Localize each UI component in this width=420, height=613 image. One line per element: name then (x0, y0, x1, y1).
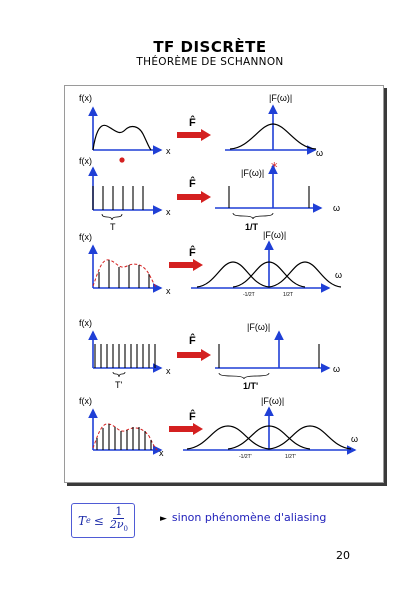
row-5-transform-arrow (169, 423, 203, 435)
row-2-asterisk: * (271, 161, 278, 176)
row-4-period-label: T' (115, 380, 122, 390)
formula-lhs: T (78, 513, 87, 528)
row-5-dense-sampled: f(x) x F̂ |F(ω)| -1/2T' 1/2T (79, 396, 358, 460)
row-3-envelope (92, 259, 158, 289)
row-3-spectrum-copies (196, 261, 342, 288)
row-3-fourier-operator: F̂ (189, 246, 196, 259)
formula-denominator: 2ν (109, 517, 124, 531)
row-3-omega-label: ω (335, 270, 342, 280)
row-3-transform-arrow (169, 259, 203, 271)
row-4-x-label: x (166, 366, 171, 376)
row-4-spectrum-period-label: 1/T' (243, 381, 258, 391)
row-4-dense-comb: f(x) T' x F̂ |F(ω)| 1/T' (79, 318, 340, 391)
row-5-tick-left: -1/2T' (239, 454, 252, 460)
row-3-samples (98, 260, 150, 288)
formula-lhs-sub: e (86, 516, 91, 525)
formula-denominator-wrap: 2ν0 (109, 517, 128, 535)
row-3-sampled-signal: f(x) x F̂ |F(ω)| -1/2T 1/2T ω (79, 230, 342, 298)
row-2-spectrum-label: |F(ω)| (241, 168, 264, 178)
formula-relation: ≤ (93, 513, 104, 528)
row-4-y-label: f(x) (79, 318, 92, 328)
row-1-y-label: f(x) (79, 93, 92, 103)
page-number: 20 (336, 549, 350, 562)
formula-numerator: 1 (113, 504, 125, 519)
formula-denominator-sub: 0 (123, 525, 128, 534)
row-4-spectrum-brace (218, 372, 270, 380)
row-2-spectrum-period-label: 1/T (245, 222, 259, 232)
row-1-transform-arrow (177, 129, 211, 141)
sampling-figure: f(x) x F̂ |F(ω)| ω f(x) T (64, 85, 384, 483)
row-3-spectrum-label: |F(ω)| (263, 230, 286, 240)
row-4-fourier-operator: F̂ (189, 334, 196, 347)
row-3-tick-left: -1/2T (243, 292, 255, 298)
row-2-sampling-comb: f(x) T x F̂ |F(ω)| * 1/T ω (79, 156, 340, 232)
aliasing-note: ► sinon phénomène d'aliasing (160, 511, 326, 524)
row-5-fourier-operator: F̂ (189, 410, 196, 423)
row-4-period-brace (112, 371, 126, 378)
bullet-triangle-icon: ► (160, 514, 167, 524)
row-3-y-label: f(x) (79, 232, 92, 242)
row-4-spectrum-label: |F(ω)| (247, 322, 270, 332)
row-1-spectrum-curve (229, 123, 317, 150)
row-4-omega-label: ω (333, 364, 340, 374)
row-1-fourier-operator: F̂ (189, 116, 196, 129)
figure-canvas: f(x) x F̂ |F(ω)| ω f(x) T (79, 93, 358, 460)
slide-subtitle: THÉORÈME DE SCHANNON (136, 56, 284, 68)
row-2-omega-label: ω (333, 203, 340, 213)
row-2-fourier-operator: F̂ (189, 177, 196, 190)
row-2-spectrum-brace (232, 212, 274, 220)
aliasing-note-text: sinon phénomène d'aliasing (171, 511, 327, 524)
formula-fraction: 1 2ν0 (109, 504, 128, 535)
row-2-x-label: x (166, 207, 171, 217)
row-5-y-label: f(x) (79, 396, 92, 406)
row-5-x-label: x (159, 448, 164, 458)
row-1-spectrum-label: |F(ω)| (269, 93, 292, 103)
row-2-red-dot (119, 157, 125, 163)
row-3-x-label: x (166, 286, 171, 296)
row-5-tick-right: 1/2T' (285, 454, 296, 460)
row-5-omega-label: ω (351, 434, 358, 444)
row-3-tick-right: 1/2T (283, 292, 293, 298)
row-1-original: f(x) x F̂ |F(ω)| ω (79, 93, 323, 158)
slide-title: TF DISCRÈTE (153, 38, 267, 56)
row-1-x-label: x (166, 146, 171, 156)
row-2-y-label: f(x) (79, 156, 92, 166)
row-2-period-label: T (110, 222, 116, 232)
row-1-omega-label: ω (316, 148, 323, 158)
row-2-period-brace (101, 213, 123, 221)
row-2-spectrum-pulses (228, 186, 310, 208)
row-4-transform-arrow (177, 349, 211, 361)
row-2-comb-pulses (92, 186, 144, 210)
row-5-samples (96, 424, 152, 450)
row-5-spectrum-copies (186, 425, 352, 450)
row-5-spectrum-label: |F(ω)| (261, 396, 284, 406)
row-2-transform-arrow (177, 191, 211, 203)
row-4-comb-pulses (94, 344, 156, 368)
row-1-signal-curve (92, 124, 152, 151)
row-4-spectrum-pulses (218, 344, 320, 368)
